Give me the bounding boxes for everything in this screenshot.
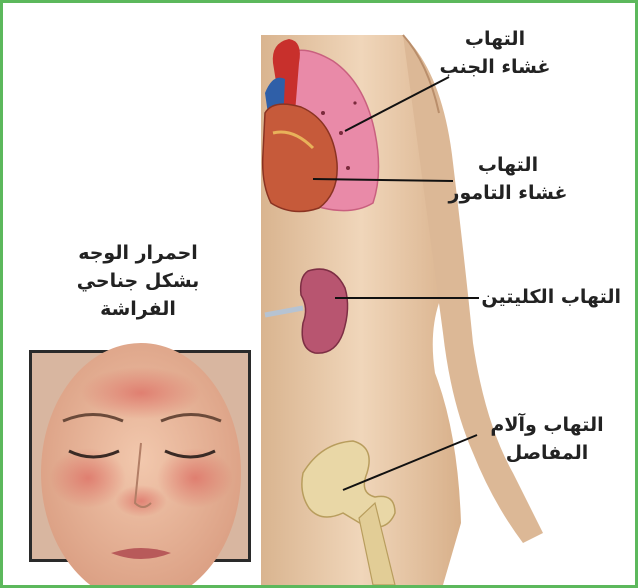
label-pleurisy-line1: التهاب — [435, 25, 555, 53]
label-pericarditis-line2: غشاء التامور — [443, 179, 573, 207]
label-rash-line2: بشكل جناحي — [43, 267, 233, 295]
label-pleurisy-line2: غشاء الجنب — [435, 53, 555, 81]
label-arthritis-line2: المفاصل — [477, 439, 617, 467]
label-pericarditis: التهاب غشاء التامور — [443, 151, 573, 207]
label-nephritis-text: التهاب الكليتين — [481, 286, 621, 308]
label-rash-line1: احمرار الوجه — [43, 239, 233, 267]
label-rash-line3: الفراشة — [43, 295, 233, 323]
label-arthritis-line1: التهاب وآلام — [477, 411, 617, 439]
label-butterfly-rash: احمرار الوجه بشكل جناحي الفراشة — [43, 239, 233, 323]
face-photo — [29, 343, 251, 585]
label-nephritis: التهاب الكليتين — [481, 283, 621, 311]
label-arthritis: التهاب وآلام المفاصل — [477, 411, 617, 467]
label-pericarditis-line1: التهاب — [443, 151, 573, 179]
label-pleurisy: التهاب غشاء الجنب — [435, 25, 555, 81]
